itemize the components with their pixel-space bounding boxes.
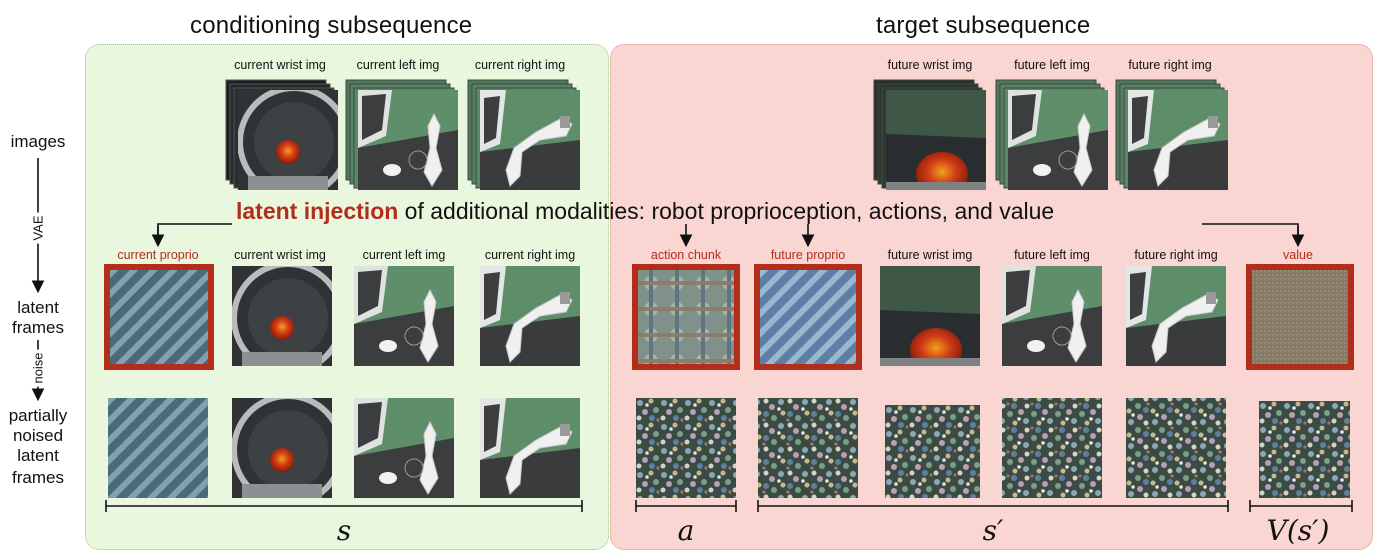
conditioning-header: conditioning subsequence — [190, 12, 473, 39]
noised-value — [1250, 398, 1350, 498]
stack-current-wrist — [225, 79, 348, 196]
caption-stack-future-left: future left img — [1014, 58, 1090, 72]
bracket-s-prime — [757, 500, 1229, 512]
latent-future-wrist — [880, 266, 980, 366]
caption-latent-current-right: current right img — [484, 248, 576, 262]
row-label-latent-2: frames — [12, 318, 64, 337]
symbol-v-s-prime: V(s′) — [1266, 514, 1330, 547]
noised-current-right — [480, 398, 580, 498]
caption-latent-value: value — [1283, 248, 1313, 262]
noised-current-left — [354, 398, 454, 498]
injection-highlight: latent injection — [236, 198, 399, 224]
stack-current-left — [345, 79, 458, 190]
row-label-noised-3: latent — [17, 446, 59, 465]
caption-latent-future-wrist: future wrist img — [887, 248, 973, 262]
target-header: target subsequence — [876, 12, 1091, 39]
noised-future-wrist — [880, 398, 980, 498]
injection-sentence: latent injection of additional modalitie… — [236, 198, 1054, 225]
noised-future-right — [1126, 398, 1226, 498]
caption-latent-current-wrist: current wrist img — [234, 248, 326, 262]
caption-stack-future-wrist: future wrist img — [887, 58, 973, 72]
latent-future-right — [1126, 266, 1226, 366]
latent-future-left — [1002, 266, 1102, 366]
stack-future-left — [995, 79, 1108, 190]
bracket-a — [635, 500, 737, 512]
bracket-v — [1249, 500, 1353, 512]
symbol-s-prime: s′ — [982, 514, 1004, 547]
caption-latent-future-proprio: future proprio — [770, 248, 846, 262]
noised-action-chunk — [636, 398, 736, 498]
caption-stack-future-right: future right img — [1128, 58, 1212, 72]
caption-stack-current-right: current right img — [474, 58, 566, 72]
row-label-noised-4: frames — [12, 468, 64, 487]
bracket-s — [105, 500, 583, 512]
noised-current-wrist — [232, 398, 332, 498]
latent-current-wrist — [232, 266, 332, 366]
noised-future-proprio — [758, 398, 858, 498]
caption-stack-current-wrist: current wrist img — [234, 58, 326, 72]
latent-value — [1246, 264, 1354, 370]
noised-future-left — [1002, 398, 1102, 498]
latent-current-left — [354, 266, 454, 366]
injection-rest: of additional modalities: robot proprioc… — [398, 198, 1055, 224]
caption-latent-future-left: future left img — [1014, 248, 1090, 262]
caption-latent-action-chunk: action chunk — [650, 248, 722, 262]
latent-future-proprio — [754, 264, 862, 370]
noised-current-proprio — [108, 398, 208, 498]
stack-future-right — [1115, 79, 1228, 190]
row-label-noised-1: partially — [8, 406, 68, 425]
caption-stack-current-left: current left img — [356, 58, 440, 72]
stack-future-wrist — [873, 79, 986, 190]
symbol-s: s — [336, 514, 352, 547]
row-label-images: images — [10, 132, 66, 151]
row-label-noised-2: noised — [12, 426, 64, 445]
caption-latent-current-left: current left img — [362, 248, 446, 262]
stack-current-right — [467, 79, 580, 190]
caption-latent-future-right: future right img — [1134, 248, 1218, 262]
row-label-latent-1: latent — [17, 298, 59, 317]
symbol-a: a — [677, 514, 695, 547]
latent-current-proprio — [104, 264, 214, 370]
latent-current-right — [480, 266, 580, 366]
caption-latent-current-proprio: current proprio — [117, 248, 199, 262]
latent-action-chunk — [632, 264, 740, 370]
